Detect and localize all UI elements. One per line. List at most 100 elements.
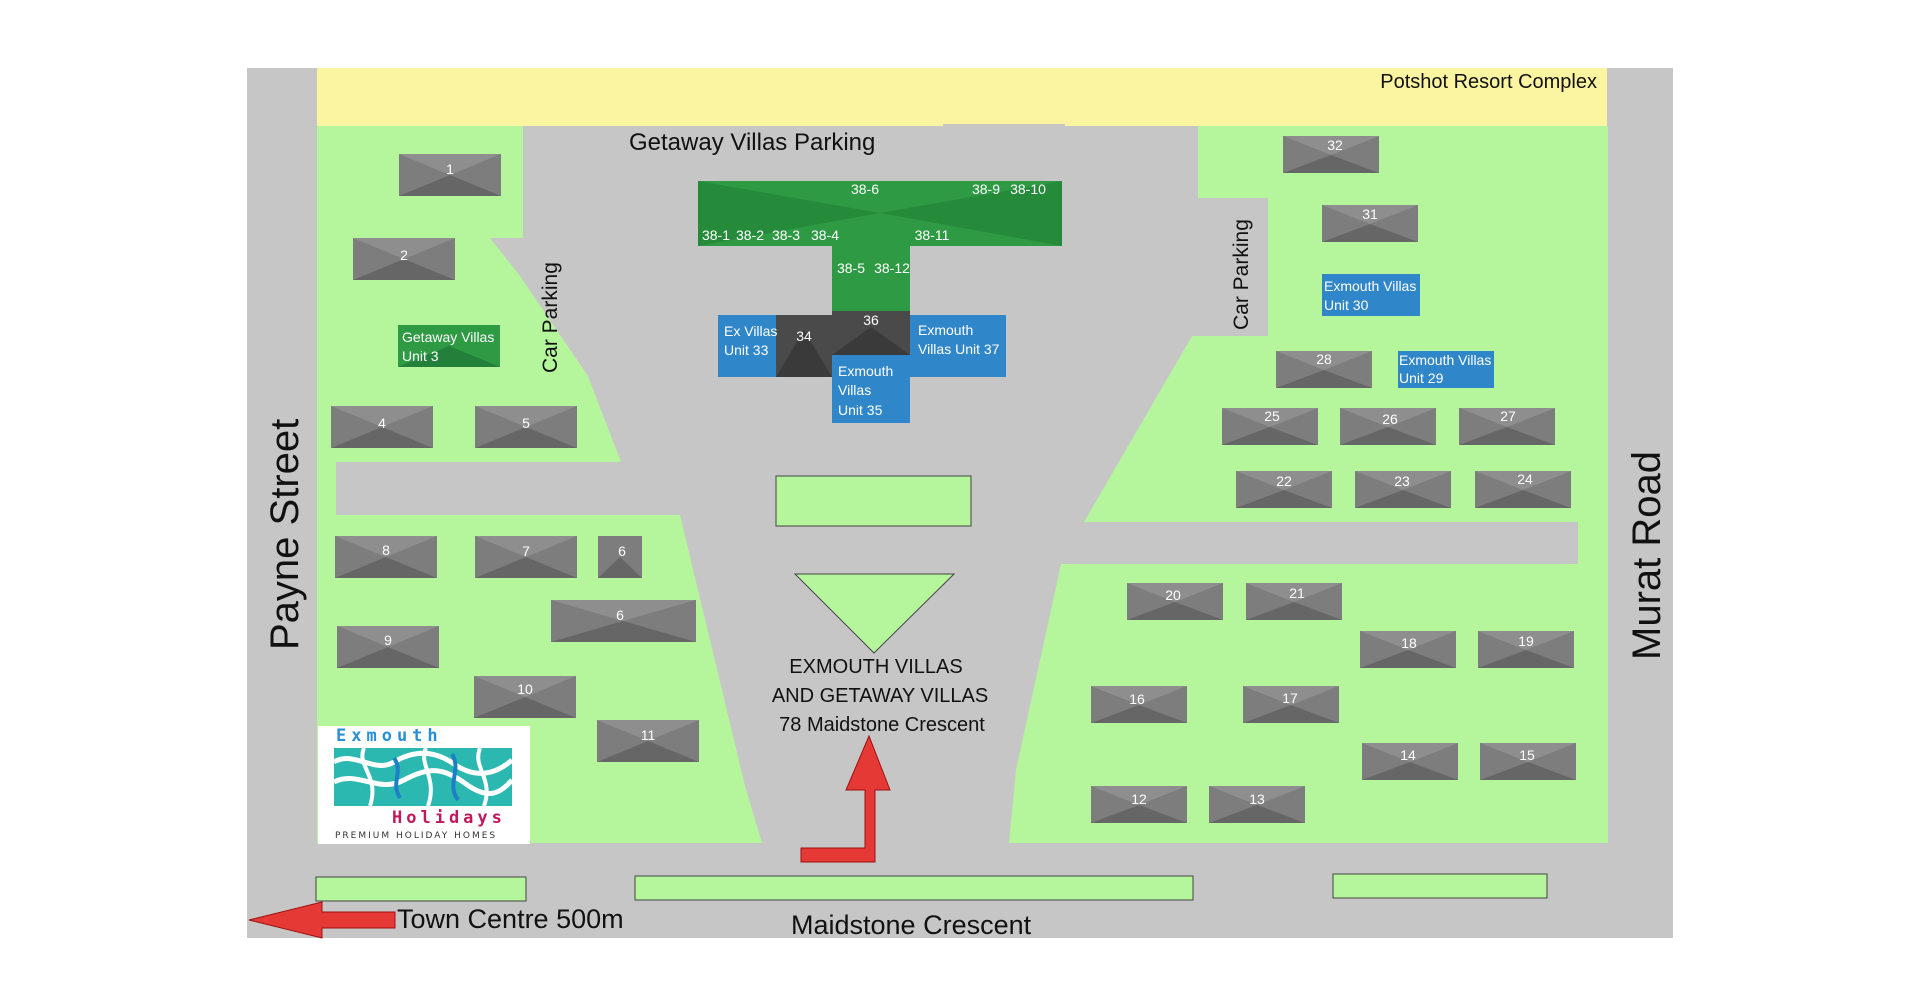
- unit-10[interactable]: 10: [474, 676, 576, 718]
- unit-38-9: 38-9: [972, 181, 1000, 197]
- verge-left: [315, 876, 527, 902]
- getaway-parking-label: Getaway Villas Parking: [629, 129, 875, 156]
- unit-36[interactable]: 36: [832, 311, 910, 355]
- unit-27-shade: [1459, 427, 1555, 445]
- unit-11-label: 11: [641, 727, 656, 743]
- unit-13[interactable]: 13: [1209, 786, 1305, 823]
- unit-7-hl: [475, 536, 577, 557]
- unit-31-label: 31: [1362, 206, 1378, 222]
- unit-32-shade: [1283, 155, 1379, 173]
- unit-38-complex[interactable]: 38-6 38-9 38-10 38-1 38-2 38-3 38-4 38-1…: [698, 181, 1062, 311]
- unit-23-label: 23: [1394, 473, 1410, 489]
- unit-8[interactable]: 8: [335, 536, 437, 578]
- unit-9-shade: [337, 647, 439, 668]
- unit-13-label: 13: [1249, 791, 1265, 807]
- unit-22-hl: [1236, 471, 1332, 490]
- unit-4-shade: [331, 427, 433, 448]
- unit-5[interactable]: 5: [475, 406, 577, 448]
- unit-11[interactable]: 11: [597, 720, 699, 762]
- unit-6-small-shade: [598, 557, 642, 578]
- verge-right: [1332, 873, 1548, 899]
- logo-text-exmouth: Exmouth: [336, 726, 443, 746]
- unit-13-shade: [1209, 805, 1305, 823]
- unit-29[interactable]: Exmouth Villas Unit 29: [1398, 351, 1494, 388]
- unit-9[interactable]: 9: [337, 626, 439, 668]
- unit-37[interactable]: Exmouth Villas Unit 37: [910, 315, 1006, 377]
- entrance-arrow: [800, 734, 891, 863]
- unit-33[interactable]: Ex Villas Unit 33: [718, 315, 777, 377]
- unit-35[interactable]: Exmouth Villas Unit 35: [832, 355, 910, 423]
- unit-16[interactable]: 16: [1091, 686, 1187, 723]
- unit-1[interactable]: 1: [399, 154, 501, 196]
- unit-38-stem: [832, 246, 910, 311]
- unit-23[interactable]: 23: [1355, 471, 1451, 508]
- unit-36-label: 36: [863, 312, 879, 328]
- title-line-1: EXMOUTH VILLAS: [789, 656, 962, 678]
- unit-38-6: 38-6: [851, 181, 879, 197]
- unit-35-line1: Exmouth: [838, 363, 893, 379]
- unit-38-11: 38-11: [915, 227, 950, 243]
- unit-8-shade: [335, 557, 437, 578]
- unit-7-label: 7: [522, 543, 530, 559]
- unit-9-hl: [337, 626, 439, 647]
- unit-4[interactable]: 4: [331, 406, 433, 448]
- unit-15[interactable]: 15: [1480, 743, 1576, 780]
- unit-17-label: 17: [1282, 690, 1298, 706]
- unit-30-roof: [1322, 274, 1420, 316]
- resort-label: Potshot Resort Complex: [1380, 71, 1597, 93]
- unit-6-small[interactable]: 6: [598, 536, 642, 578]
- unit-18[interactable]: 18: [1360, 631, 1456, 668]
- unit-32[interactable]: 32: [1283, 136, 1379, 173]
- unit-2-shade: [353, 259, 455, 280]
- unit-20-shade: [1127, 602, 1223, 620]
- unit-35-roof: [832, 355, 910, 423]
- unit-14[interactable]: 14: [1362, 743, 1458, 780]
- unit-10-shade: [474, 697, 576, 718]
- unit-25[interactable]: 25: [1222, 408, 1318, 445]
- unit-30[interactable]: Exmouth Villas Unit 30: [1322, 274, 1420, 316]
- unit-31[interactable]: 31: [1322, 205, 1418, 242]
- unit-19[interactable]: 19: [1478, 631, 1574, 668]
- unit-38-10: 38-10: [1010, 181, 1046, 197]
- unit-16-hl: [1091, 686, 1187, 705]
- unit-26-shade: [1340, 427, 1436, 445]
- unit-12[interactable]: 12: [1091, 786, 1187, 823]
- unit-1-shade: [399, 175, 501, 196]
- unit-35-line3: Unit 35: [838, 402, 883, 418]
- unit-17[interactable]: 17: [1243, 686, 1339, 723]
- unit-21-shade: [1246, 602, 1342, 620]
- exmouth-holidays-logo: Exmouth Holidays PREMIUM HOLIDAY HOMES: [318, 726, 530, 844]
- unit-20[interactable]: 20: [1127, 583, 1223, 620]
- unit-28[interactable]: 28: [1276, 351, 1372, 388]
- unit-13-hl: [1209, 786, 1305, 805]
- title-line-2: AND GETAWAY VILLAS: [772, 685, 988, 707]
- unit-38-1: 38-1: [702, 227, 730, 243]
- unit-27[interactable]: 27: [1459, 408, 1555, 445]
- unit-7[interactable]: 7: [475, 536, 577, 578]
- unit-26[interactable]: 26: [1340, 408, 1436, 445]
- unit-30-line1: Exmouth Villas: [1324, 278, 1416, 294]
- unit-11-hl: [597, 720, 699, 741]
- unit-18-label: 18: [1401, 635, 1417, 651]
- unit-5-label: 5: [522, 415, 530, 431]
- verge-center: [634, 875, 1194, 901]
- unit-28-label: 28: [1316, 351, 1332, 367]
- unit-31-shade: [1322, 224, 1418, 242]
- unit-15-shade: [1480, 762, 1576, 780]
- unit-18-shade: [1360, 650, 1456, 668]
- unit-12-label: 12: [1131, 791, 1147, 807]
- unit-32-label: 32: [1327, 137, 1343, 153]
- unit-22[interactable]: 22: [1236, 471, 1332, 508]
- unit-33-line2: Unit 33: [724, 342, 769, 358]
- unit-24[interactable]: 24: [1475, 471, 1571, 508]
- unit-34[interactable]: 34: [776, 315, 832, 377]
- unit-23-hl: [1355, 471, 1451, 490]
- town-centre-arrow: [248, 901, 396, 939]
- unit-2[interactable]: 2: [353, 238, 455, 280]
- unit-21[interactable]: 21: [1246, 583, 1342, 620]
- unit-7-shade: [475, 557, 577, 578]
- getaway-unit-3[interactable]: Getaway Villas Unit 3: [398, 325, 500, 367]
- unit-29-roof: [1398, 351, 1494, 388]
- unit-6-large[interactable]: 6: [551, 600, 696, 642]
